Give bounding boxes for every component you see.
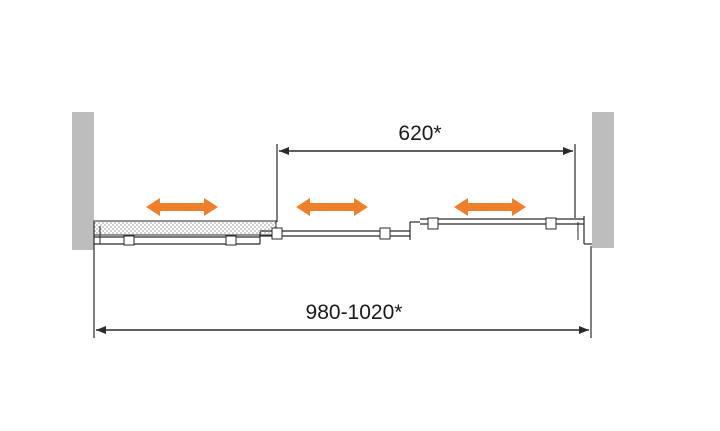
left-wall [72, 112, 94, 250]
slide-arrow-icon-left [146, 198, 218, 216]
sliding-glass-panel-2 [420, 216, 592, 245]
slide-arrow-icon-right [454, 198, 526, 216]
slide-direction-arrows [146, 198, 526, 216]
roller-1 [123, 235, 135, 246]
roller-4 [379, 227, 391, 240]
sliding-glass-panel-1 [260, 221, 420, 240]
right-wall [592, 112, 614, 248]
passage-width-dimension: 620* [276, 122, 576, 222]
opening-width-dimension: 980-1020* [93, 246, 592, 338]
fixed-glass-panel [93, 220, 277, 246]
passage-width-label: 620* [398, 122, 441, 145]
roller-6 [545, 217, 557, 230]
roller-2 [225, 235, 237, 246]
roller-5 [427, 217, 439, 230]
slide-arrow-icon-middle [296, 198, 368, 216]
roller-3 [271, 227, 283, 240]
opening-width-label: 980-1020* [306, 301, 403, 324]
roller-fittings [123, 217, 557, 246]
